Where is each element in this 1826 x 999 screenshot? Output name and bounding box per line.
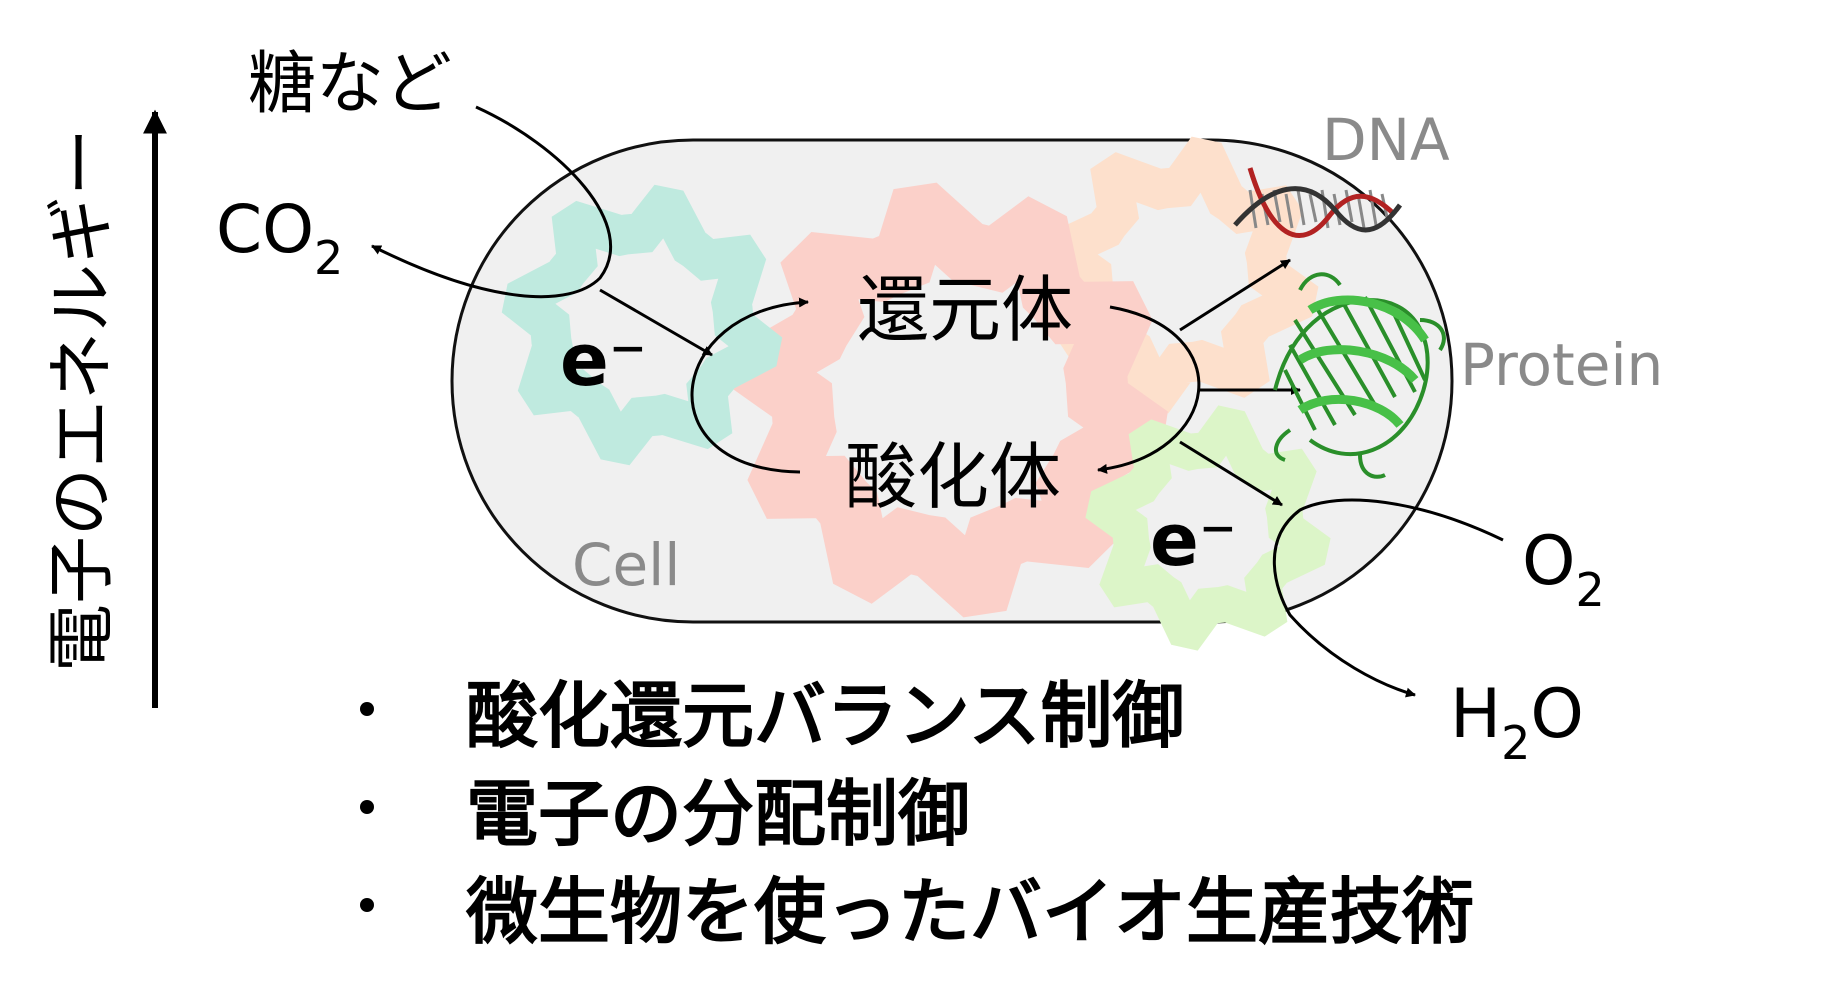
oxidized-form-label: 酸化体 bbox=[845, 435, 1061, 519]
protein-label: Protein bbox=[1460, 331, 1663, 399]
dna-helix-icon bbox=[1233, 167, 1403, 238]
reduced-form-label: 還元体 bbox=[857, 268, 1073, 352]
bullet-dot bbox=[360, 898, 374, 912]
topic-item: 電子の分配制御 bbox=[360, 758, 1660, 856]
topic-item: 酸化還元バランス制御 bbox=[360, 660, 1660, 758]
oxygen-to-water-arrow bbox=[1272, 498, 1504, 698]
dna-label: DNA bbox=[1322, 106, 1450, 174]
to-oxygen-arrow bbox=[1179, 440, 1283, 507]
oxidized-to-reduced-arc bbox=[690, 297, 809, 474]
key-topics-list: 酸化還元バランス制御電子の分配制御微生物を使ったバイオ生産技術 bbox=[360, 660, 1660, 954]
protein-structure-icon bbox=[1273, 272, 1446, 479]
sugar-label: 糖など bbox=[248, 45, 452, 124]
dna-rung bbox=[1308, 193, 1318, 223]
co2-label: CO2 bbox=[216, 191, 343, 285]
gear-green-icon bbox=[1085, 405, 1331, 651]
reduced-to-oxidized-arc bbox=[1097, 305, 1201, 474]
dna-rung bbox=[1344, 189, 1354, 223]
gear-group bbox=[501, 136, 1331, 651]
topic-text: 電子の分配制御 bbox=[466, 771, 971, 856]
dna-rung bbox=[1356, 193, 1366, 229]
electron-label-right: e⁻ bbox=[1150, 498, 1237, 582]
h2o-label: H2O bbox=[1450, 675, 1584, 770]
energy-axis-label: 電子のエネルギー bbox=[43, 128, 122, 672]
sugar-to-co2-arrow bbox=[371, 105, 613, 299]
topic-item: 微生物を使ったバイオ生産技術 bbox=[360, 856, 1660, 954]
gear-peach-icon bbox=[1041, 136, 1319, 414]
o2-label: O2 bbox=[1522, 522, 1605, 617]
electron-label-left: e⁻ bbox=[560, 318, 647, 402]
topic-text: 酸化還元バランス制御 bbox=[466, 673, 1185, 758]
topic-text: 微生物を使ったバイオ生産技術 bbox=[466, 869, 1475, 954]
to-dna-arrow bbox=[1179, 258, 1291, 332]
dna-rung bbox=[1284, 193, 1294, 229]
cell-label: Cell bbox=[572, 531, 680, 599]
gear-teal-icon bbox=[501, 184, 783, 466]
bullet-dot bbox=[360, 800, 374, 814]
bullet-dot bbox=[360, 702, 374, 716]
dna-rung bbox=[1296, 189, 1306, 226]
gear-pink-icon bbox=[732, 182, 1168, 618]
electron-to-reduced-arrow bbox=[599, 288, 713, 357]
